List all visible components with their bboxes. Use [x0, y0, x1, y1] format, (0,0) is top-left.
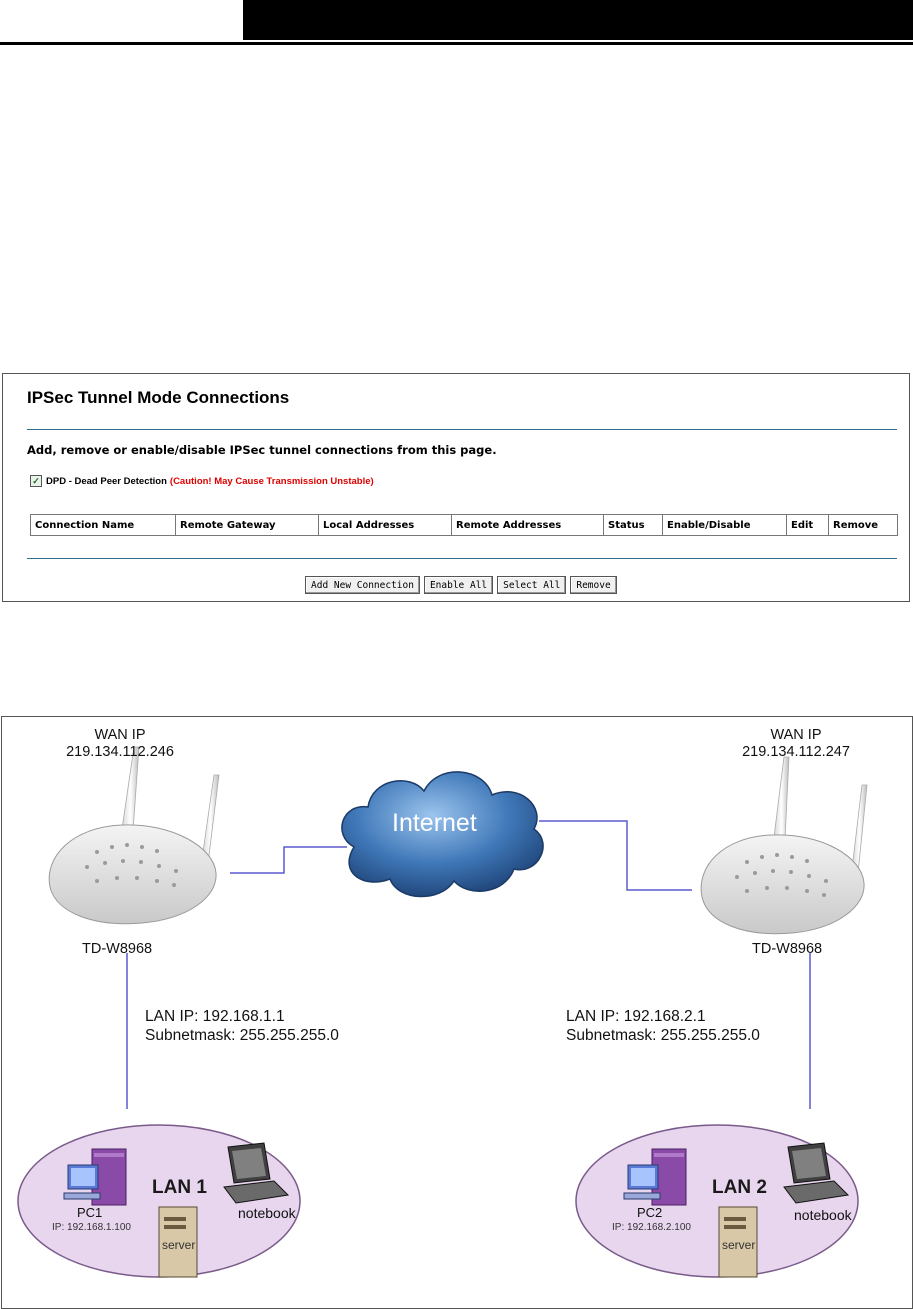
col-remote-gateway: Remote Gateway [175, 514, 319, 536]
pc1-icon [63, 1148, 127, 1206]
dpd-row: ✓ DPD - Dead Peer Detection (Caution! Ma… [30, 475, 374, 487]
divider [27, 558, 897, 559]
lan2-title: LAN 2 [712, 1177, 767, 1198]
pc1-label: PC1 [77, 1205, 103, 1220]
left-lan-info: LAN IP: 192.168.1.1 Subnetmask: 255.255.… [145, 1007, 339, 1045]
col-edit: Edit [786, 514, 829, 536]
notebook2-label: notebook [794, 1207, 852, 1223]
notebook2-icon [783, 1142, 850, 1204]
notebook1-label: notebook [238, 1205, 296, 1221]
dpd-caution: (Caution! May Cause Transmission Unstabl… [169, 475, 374, 487]
divider [27, 429, 897, 430]
server2-icon [718, 1206, 758, 1278]
add-new-connection-button[interactable]: Add New Connection [305, 576, 420, 594]
col-remote-addresses: Remote Addresses [451, 514, 604, 536]
left-router-model: TD-W8968 [82, 941, 153, 957]
server1-icon [158, 1206, 198, 1278]
dpd-checkbox[interactable]: ✓ [30, 475, 42, 487]
select-all-button[interactable]: Select All [497, 576, 567, 594]
right-lan-ip: LAN IP: 192.168.2.1 [566, 1008, 706, 1025]
left-wan-label: WAN IP [94, 727, 146, 743]
left-router-icon [48, 746, 220, 925]
internet-label: Internet [392, 809, 477, 837]
notebook1-icon [223, 1142, 290, 1204]
pc2-icon [623, 1148, 687, 1206]
remove-button[interactable]: Remove [570, 576, 617, 594]
table-header-row: Connection Name Remote Gateway Local Add… [30, 514, 898, 536]
pc2-ip: IP: 192.168.2.100 [612, 1222, 691, 1233]
connections-table: Connection Name Remote Gateway Local Add… [30, 514, 898, 536]
right-router-icon [700, 756, 868, 935]
pc2-label: PC2 [637, 1205, 663, 1220]
enable-all-button[interactable]: Enable All [423, 576, 494, 594]
col-connection-name: Connection Name [30, 514, 176, 536]
lan2-ellipse [575, 1124, 859, 1278]
header-bar [243, 0, 913, 40]
right-subnet: Subnetmask: 255.255.255.0 [566, 1027, 760, 1044]
diagram-graphics [17, 746, 868, 1278]
right-wan-block: WAN IP 219.134.112.247 [736, 727, 856, 761]
col-status: Status [603, 514, 663, 536]
left-subnet: Subnetmask: 255.255.255.0 [145, 1027, 339, 1044]
internet-cloud-icon [341, 771, 544, 898]
left-wan-ip: 219.134.112.246 [66, 744, 174, 760]
header-rule [0, 42, 913, 45]
pc1-ip: IP: 192.168.1.100 [52, 1222, 131, 1233]
right-router-model: TD-W8968 [752, 941, 823, 957]
right-wan-label: WAN IP [770, 727, 822, 743]
wan-links [126, 820, 811, 1109]
right-wan-ip: 219.134.112.247 [742, 744, 850, 760]
right-lan-info: LAN IP: 192.168.2.1 Subnetmask: 255.255.… [566, 1007, 760, 1045]
network-diagram: WAN IP 219.134.112.246 WAN IP 219.134.11… [1, 716, 913, 1309]
button-row: Add New Connection Enable All Select All… [305, 576, 617, 594]
col-local-addresses: Local Addresses [318, 514, 452, 536]
server2-label: server [722, 1238, 756, 1252]
col-enable-disable: Enable/Disable [662, 514, 787, 536]
page-description: Add, remove or enable/disable IPSec tunn… [27, 443, 497, 457]
ipsec-panel: IPSec Tunnel Mode Connections Add, remov… [2, 373, 910, 602]
left-wan-block: WAN IP 219.134.112.246 [60, 727, 180, 761]
lan1-title: LAN 1 [152, 1177, 207, 1198]
dpd-label: DPD - Dead Peer Detection [46, 475, 167, 487]
page-title: IPSec Tunnel Mode Connections [27, 388, 290, 407]
col-remove: Remove [828, 514, 898, 536]
left-lan-ip: LAN IP: 192.168.1.1 [145, 1008, 285, 1025]
server1-label: server [162, 1238, 196, 1252]
